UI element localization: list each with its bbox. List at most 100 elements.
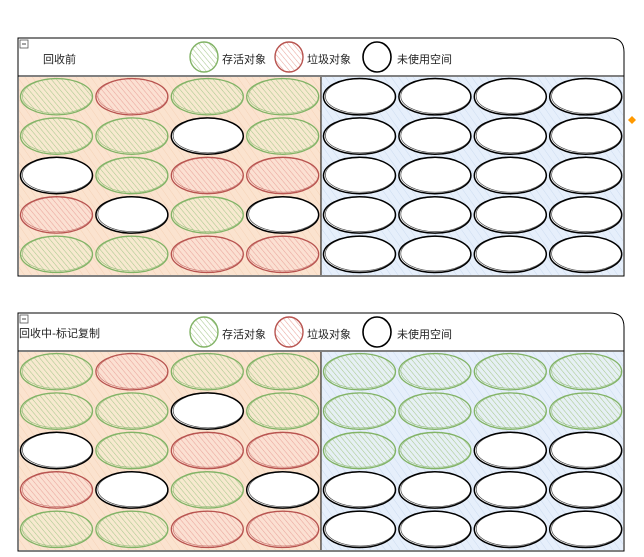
legend: 存活对象 垃圾对象 未使用空间: [189, 316, 452, 348]
legend-free-swatch: [362, 41, 392, 73]
panel-before: 回收前 存活对象 垃圾对象 未使用空间: [17, 37, 636, 277]
memory-cell-sketch-stroke: [325, 157, 396, 193]
memory-cell-sketch-stroke: [172, 392, 244, 429]
legend-garbage-swatch: [274, 41, 304, 73]
memory-cell-sketch-stroke: [172, 511, 244, 547]
memory-cell-sketch-stroke: [172, 157, 244, 193]
collapse-toggle[interactable]: [19, 314, 29, 324]
memory-cell-sketch-stroke: [172, 117, 244, 154]
memory-cell-sketch-stroke: [248, 196, 319, 232]
legend-free-label: 未使用空间: [397, 52, 452, 66]
memory-cell-sketch-stroke: [248, 78, 319, 114]
memory-cell-sketch-stroke: [22, 157, 93, 193]
memory-cell-sketch-stroke: [551, 392, 622, 429]
memory-cell-sketch-stroke: [475, 157, 547, 193]
memory-cell-sketch-stroke: [97, 353, 168, 389]
from-space-grid: [19, 352, 320, 549]
memory-cell-sketch-stroke: [400, 353, 471, 389]
panel-frame: [17, 37, 625, 277]
panel-during: 回收中-标记复制 存活对象 垃圾对象 未使用空间: [17, 312, 625, 552]
memory-cell-sketch-stroke: [325, 236, 396, 272]
memory-cell-sketch-stroke: [97, 78, 168, 114]
memory-cell-sketch-stroke: [475, 471, 547, 507]
memory-cell-sketch-stroke: [172, 353, 244, 389]
memory-cell-sketch-stroke: [172, 78, 244, 114]
memory-cell-sketch-stroke: [551, 117, 622, 154]
memory-cell-sketch-stroke: [551, 511, 622, 547]
legend-free-swatch: [362, 316, 392, 348]
legend-garbage-label: 垃圾对象: [307, 52, 351, 66]
memory-cell-sketch-stroke: [325, 117, 396, 154]
memory-cell-sketch-stroke: [97, 196, 168, 232]
memory-cell-sketch-stroke: [551, 432, 622, 468]
memory-cell-sketch-stroke: [400, 471, 471, 507]
memory-cell-sketch-stroke: [551, 78, 622, 114]
memory-cell-sketch-stroke: [400, 392, 471, 429]
memory-cell-sketch-stroke: [551, 353, 622, 389]
memory-cell-sketch-stroke: [22, 196, 93, 232]
to-space-grid: [322, 352, 623, 549]
selection-handle[interactable]: [628, 116, 636, 124]
memory-cell-sketch-stroke: [551, 471, 622, 507]
memory-cell-sketch-stroke: [325, 471, 396, 507]
memory-cell-sketch-stroke: [325, 432, 396, 468]
memory-cell-sketch-stroke: [97, 511, 168, 547]
memory-cell-sketch-stroke: [248, 157, 319, 193]
memory-cell-sketch-stroke: [22, 236, 93, 272]
legend-garbage-label: 垃圾对象: [307, 327, 351, 341]
memory-cell-sketch-stroke: [400, 432, 471, 468]
memory-cell-sketch-stroke: [400, 78, 471, 114]
memory-cell-sketch-stroke: [400, 196, 471, 232]
memory-cell-sketch-stroke: [22, 353, 93, 389]
memory-cell-sketch-stroke: [97, 392, 168, 429]
memory-cell-sketch-stroke: [475, 78, 547, 114]
legend-live-label: 存活对象: [222, 52, 266, 66]
memory-cell-sketch-stroke: [97, 157, 168, 193]
memory-cell-sketch-stroke: [475, 196, 547, 232]
memory-cell-sketch-stroke: [172, 196, 244, 232]
memory-cell-sketch-stroke: [475, 236, 547, 272]
from-space-grid: [19, 77, 320, 274]
memory-cell-sketch-stroke: [248, 353, 319, 389]
memory-cell-sketch-stroke: [400, 157, 471, 193]
memory-cell-sketch-stroke: [475, 511, 547, 547]
memory-cell-sketch-stroke: [475, 432, 547, 468]
memory-cell-sketch-stroke: [551, 236, 622, 272]
memory-cell-sketch-stroke: [325, 353, 396, 389]
memory-cell-sketch-stroke: [551, 196, 622, 232]
memory-cell-sketch-stroke: [97, 432, 168, 468]
memory-cell-sketch-stroke: [400, 511, 471, 547]
memory-cell-sketch-stroke: [248, 236, 319, 272]
legend-live-swatch: [189, 316, 219, 348]
collapse-toggle[interactable]: [19, 39, 29, 49]
panel-frame: [17, 312, 625, 552]
memory-cell-sketch-stroke: [325, 78, 396, 114]
memory-cell-sketch-stroke: [97, 471, 168, 507]
to-space-grid: [322, 77, 623, 274]
memory-cell-sketch-stroke: [172, 471, 244, 507]
memory-cell-sketch-stroke: [248, 392, 319, 429]
legend: 存活对象 垃圾对象 未使用空间: [189, 41, 452, 73]
panel-title: 回收中-标记复制: [19, 326, 100, 340]
legend-free-label: 未使用空间: [397, 327, 452, 341]
memory-cell-sketch-stroke: [248, 432, 319, 468]
memory-cell-sketch-stroke: [551, 157, 622, 193]
memory-cell-sketch-stroke: [22, 78, 93, 114]
memory-cell-sketch-stroke: [325, 511, 396, 547]
memory-cell-sketch-stroke: [248, 117, 319, 154]
memory-cell-sketch-stroke: [400, 117, 471, 154]
legend-garbage-swatch: [274, 316, 304, 348]
memory-cell-sketch-stroke: [248, 471, 319, 507]
memory-cell-sketch-stroke: [22, 511, 93, 547]
memory-cell-sketch-stroke: [22, 471, 93, 507]
memory-cell-sketch-stroke: [325, 392, 396, 429]
memory-cell-sketch-stroke: [400, 236, 471, 272]
memory-cell-sketch-stroke: [248, 511, 319, 547]
memory-cell-sketch-stroke: [22, 432, 93, 468]
memory-cell-sketch-stroke: [22, 117, 93, 154]
memory-cell-sketch-stroke: [97, 236, 168, 272]
panel-title: 回收前: [43, 52, 76, 66]
memory-cell-sketch-stroke: [22, 392, 93, 429]
memory-cell-sketch-stroke: [475, 392, 547, 429]
